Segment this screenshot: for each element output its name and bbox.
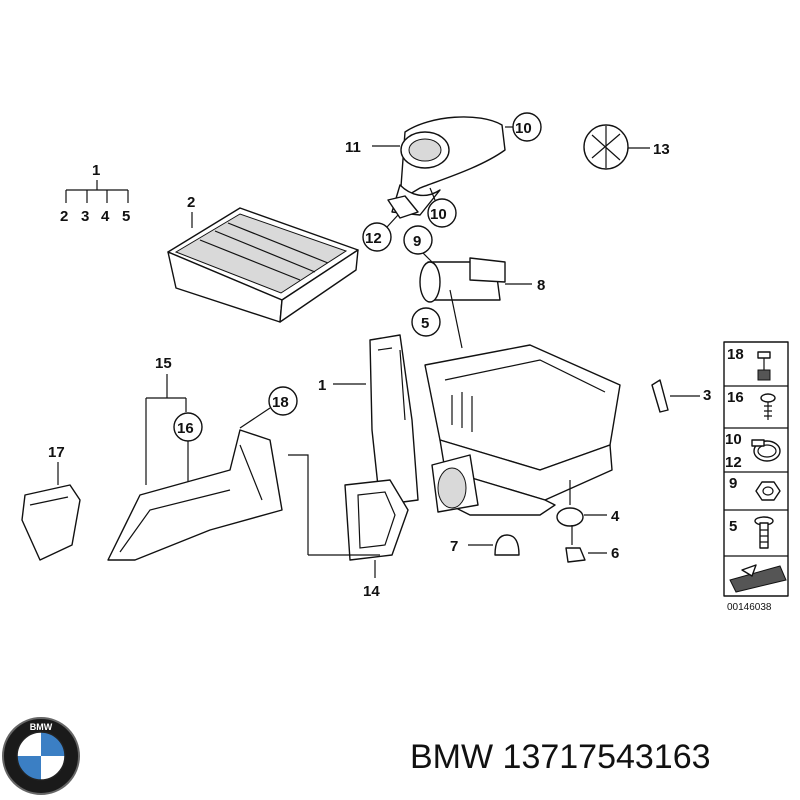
- diagram-code: 00146038: [727, 602, 772, 613]
- air-mass-meter-part: 9 8 5: [403, 225, 545, 349]
- air-cleaner-housing-part: 1: [318, 334, 621, 516]
- callout-8: 8: [537, 277, 545, 294]
- legend-label-18: 18: [727, 346, 744, 363]
- callout-5: 5: [421, 315, 429, 332]
- legend-label-16: 16: [727, 389, 744, 406]
- bolt-icon: [754, 516, 774, 549]
- callout-4-key: 4: [101, 208, 110, 225]
- small-parts-4-6-7: 4 7 6: [450, 480, 620, 563]
- callout-5-key: 5: [122, 208, 130, 225]
- bracket-3-part: 3: [651, 379, 711, 413]
- callout-10-mid: 10: [430, 206, 447, 223]
- group-key-1: 1 2 3 4 5: [60, 162, 130, 225]
- part-number-caption: BMW 13717543163: [410, 738, 711, 776]
- callout-7: 7: [450, 538, 458, 555]
- callout-18: 18: [272, 394, 289, 411]
- screw-grommet-icon: [757, 351, 771, 381]
- arrow-plate-icon: [729, 564, 787, 593]
- callout-2-key: 2: [60, 208, 68, 225]
- air-filter-part: 2: [167, 194, 359, 323]
- callout-3-key: 3: [81, 208, 89, 225]
- callout-4: 4: [611, 508, 620, 525]
- screw-icon: [760, 393, 776, 420]
- legend-label-10: 10: [725, 431, 742, 448]
- callout-11: 11: [345, 139, 361, 156]
- legend-label-9: 9: [729, 475, 737, 492]
- nut-icon: [755, 481, 781, 501]
- bmw-logo: BMW: [2, 717, 80, 795]
- hose-clamp-icon: [751, 439, 781, 462]
- callout-10-top: 10: [515, 120, 532, 137]
- intake-boot-part: 11 10 10 12: [345, 112, 542, 252]
- callout-9: 9: [413, 233, 421, 250]
- callout-2: 2: [187, 194, 195, 211]
- callout-1: 1: [318, 377, 326, 394]
- callout-6: 6: [611, 545, 619, 562]
- callout-12: 12: [365, 230, 382, 247]
- callout-17: 17: [48, 444, 65, 461]
- hardware-legend: 18 16 10 12 9 5: [723, 341, 789, 613]
- legend-label-12: 12: [725, 454, 742, 471]
- callout-14: 14: [363, 583, 380, 600]
- callout-1-key: 1: [92, 162, 100, 179]
- bmw-logo-text: BMW: [30, 722, 53, 732]
- air-duct-15-part: 15 16 18: [107, 355, 309, 561]
- grommet-13-part: 13: [583, 124, 670, 170]
- legend-label-5: 5: [729, 518, 737, 535]
- intake-duct-14-part: 14: [308, 479, 409, 600]
- callout-16: 16: [177, 420, 194, 437]
- callout-15: 15: [155, 355, 172, 372]
- callout-13: 13: [653, 141, 670, 158]
- callout-3: 3: [703, 387, 711, 404]
- cover-17-part: 17: [21, 444, 81, 561]
